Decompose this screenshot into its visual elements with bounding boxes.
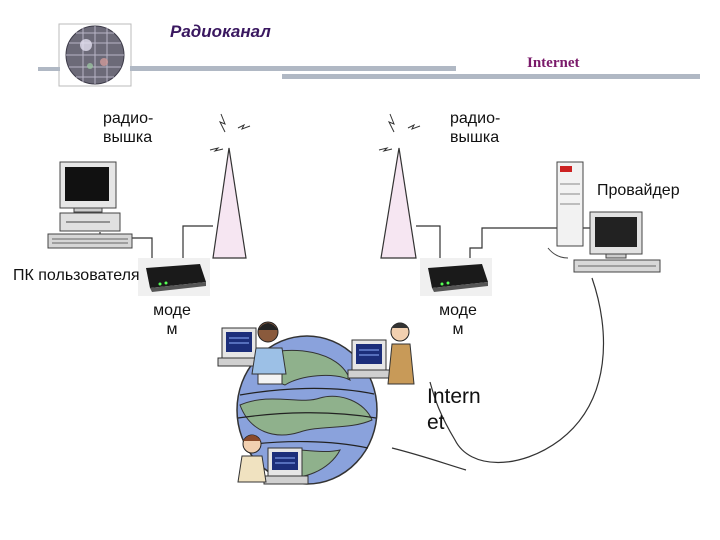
globe-label-line2: et [427, 411, 445, 434]
modem-1-label-line2: м [166, 321, 178, 338]
modem-2 [420, 258, 492, 296]
tower-1-label-line1: радио- [103, 110, 154, 127]
radio-tower-1 [209, 113, 251, 259]
user-workstation-woman [217, 321, 287, 385]
globe-label-line1: Intern [427, 385, 481, 408]
modem-1-label: моде м [150, 301, 194, 339]
radio-tower-2 [378, 113, 421, 259]
header-bar-lower [282, 74, 700, 79]
disco-ball-logo [58, 23, 132, 87]
line-modem1-tower1 [182, 225, 213, 262]
header-bar-left [38, 67, 60, 71]
user-workstation-person [237, 434, 309, 485]
modem-2-label: моде м [436, 301, 480, 339]
internet-header-label: Internet [527, 55, 580, 71]
provider-server [547, 161, 661, 273]
user-pc [47, 161, 133, 249]
tower-2-label-line1: радио- [450, 110, 501, 127]
header-bar-upper [130, 66, 456, 71]
tower-2-label-line2: вышка [450, 129, 500, 146]
provider-label: Провайдер [597, 182, 680, 199]
tower-1-label: радио- вышка [103, 109, 153, 147]
line-tower2-modem2 [416, 225, 441, 262]
user-workstation-man [347, 322, 415, 385]
modem-2-label-line2: м [452, 321, 464, 338]
modem-1 [138, 258, 210, 296]
globe-label: Intern et [427, 384, 481, 436]
modem-1-label-line1: моде [153, 302, 191, 319]
line-provider-internet [429, 277, 605, 464]
modem-2-label-line1: моде [439, 302, 477, 319]
tower-1-label-line2: вышка [103, 129, 153, 146]
line-modem2-provider [469, 227, 592, 262]
cable-globe [391, 447, 467, 471]
page-title: Радиоканал [170, 22, 271, 41]
tower-2-label: радио- вышка [450, 109, 500, 147]
user-pc-label: ПК пользователя [13, 267, 140, 284]
